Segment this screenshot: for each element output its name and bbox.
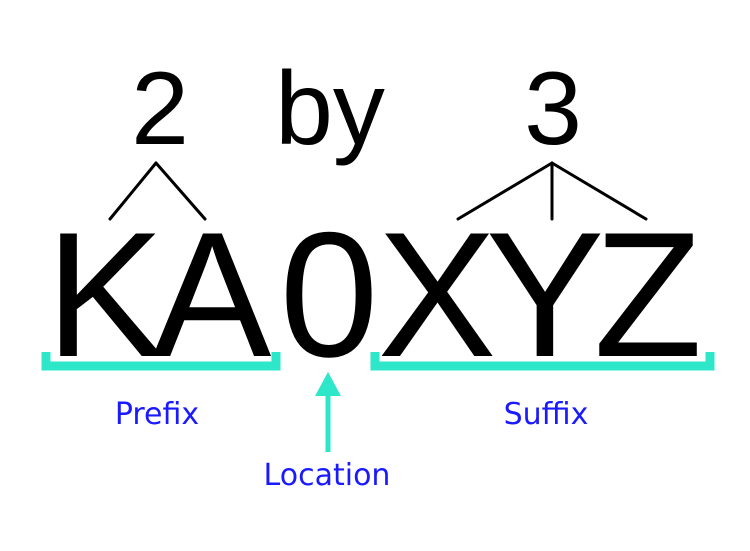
callsign-char-x: X <box>378 195 497 394</box>
prefix-branch-left <box>108 161 158 221</box>
location-label: Location <box>264 458 391 493</box>
callsign-char-a: A <box>153 195 272 394</box>
prefix-bracket <box>41 352 281 371</box>
prefix-branch-right <box>154 161 207 221</box>
callsign-char-k: K <box>46 195 165 394</box>
prefix-branch-lines <box>108 161 207 221</box>
callsign-char-z: Z <box>594 195 703 394</box>
prefix-count: 2 <box>131 51 189 167</box>
suffix-label: Suffix <box>504 397 589 432</box>
location-arrow-head <box>315 372 341 396</box>
location-arrow <box>315 372 341 452</box>
suffix-branch-lines <box>456 161 648 221</box>
suffix-branch-left <box>456 161 554 221</box>
connector-word: by <box>275 51 385 167</box>
prefix-label: Prefix <box>115 397 199 432</box>
callsign-char-0: 0 <box>280 195 379 394</box>
suffix-branch-right <box>550 161 648 221</box>
suffix-bracket <box>370 352 715 371</box>
callsign-char-y: Y <box>486 195 605 394</box>
suffix-count: 3 <box>524 51 582 167</box>
